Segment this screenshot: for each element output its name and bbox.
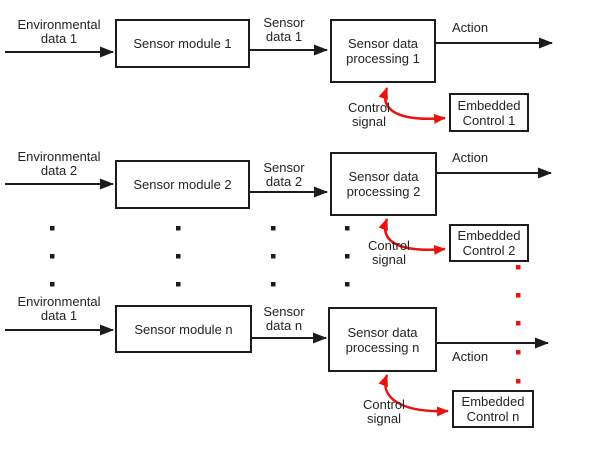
sensor-data-processing-box-n: Sensor data processing n <box>328 307 437 372</box>
sensor-data-processing-box-2: Sensor data processing 2 <box>330 152 437 216</box>
continuation-dots-red <box>516 265 521 384</box>
control-signal-label-2: Control signal <box>368 238 410 267</box>
embedded-control-box-n: Embedded Control n <box>452 390 534 428</box>
sensor-module-box-n: Sensor module n <box>115 305 252 353</box>
sensor-data-processing-box-1: Sensor data processing 1 <box>330 19 436 83</box>
environmental-data-label-n: Environmental data 1 <box>17 294 101 323</box>
sensor-data-label-1: Sensor data 1 <box>263 15 305 44</box>
sensor-module-box-2: Sensor module 2 <box>115 160 250 209</box>
control-signal-arrow-1 <box>378 87 446 124</box>
continuation-dots-black <box>50 226 350 287</box>
sensor-data-label-2: Sensor data 2 <box>263 160 305 189</box>
sensor-data-label-n: Sensor data n <box>263 304 305 333</box>
embedded-control-box-1: Embedded Control 1 <box>449 93 529 132</box>
action-label-1: Action <box>452 20 489 35</box>
action-label-2: Action <box>452 150 489 165</box>
embedded-control-box-2: Embedded Control 2 <box>449 224 529 262</box>
control-signal-label-n: Control signal <box>363 397 405 426</box>
control-signal-label-1: Control signal <box>348 100 390 129</box>
environmental-data-label-1: Environmental data 1 <box>17 17 101 46</box>
environmental-data-label-2: Environmental data 2 <box>17 149 101 178</box>
sensor-module-box-1: Sensor module 1 <box>115 19 250 68</box>
action-label-n: Action <box>452 349 489 364</box>
control-signal-arrow-2 <box>378 218 446 255</box>
control-signal-arrow-n <box>378 374 449 417</box>
